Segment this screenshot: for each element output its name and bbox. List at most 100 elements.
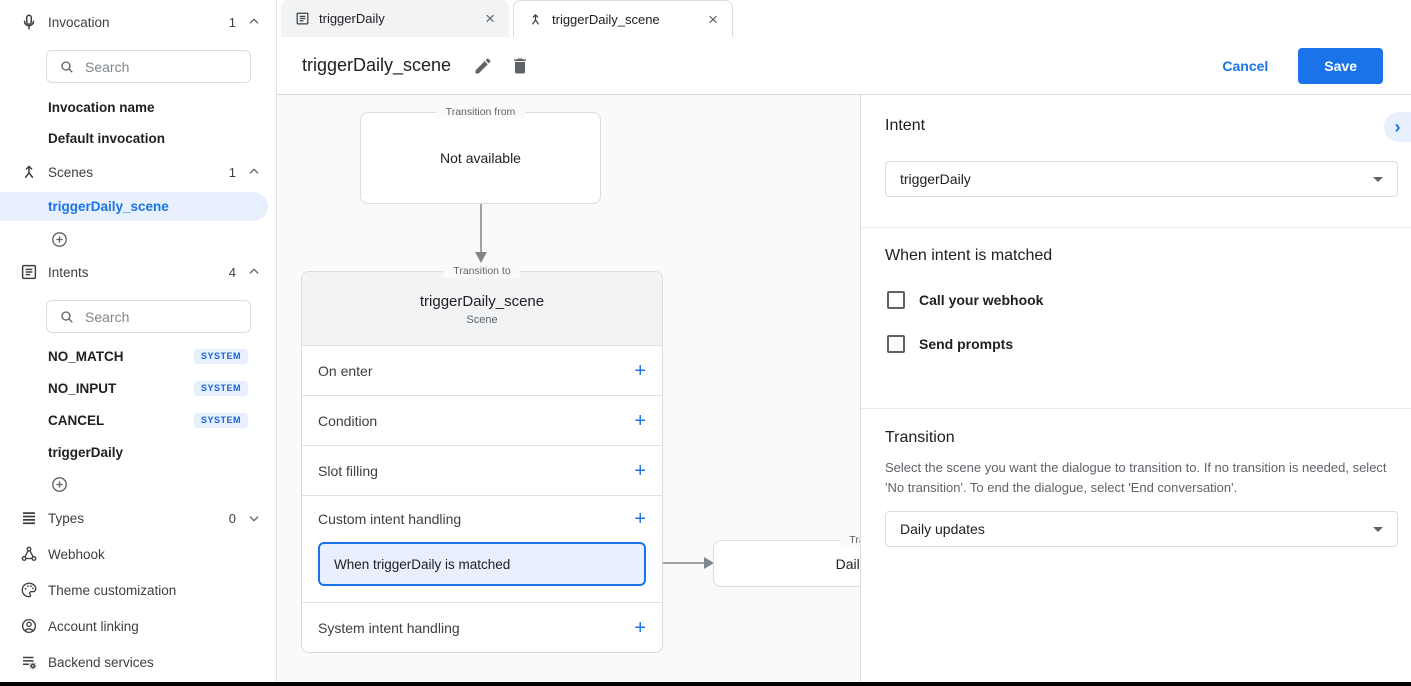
invocation-search-input[interactable]	[85, 58, 238, 75]
transition-description: Select the scene you want the dialogue t…	[885, 460, 1387, 495]
save-button[interactable]: Save	[1298, 47, 1383, 84]
scene-canvas[interactable]: Transition from Not available Transition…	[277, 95, 860, 682]
intent-icon	[20, 263, 38, 281]
sidebar-item-triggerdaily[interactable]: triggerDaily	[0, 439, 276, 465]
sidebar-item-backend-services[interactable]: Backend services	[0, 645, 276, 679]
daily-updates-node[interactable]: Transition to Daily updates	[713, 534, 860, 587]
edit-icon[interactable]	[473, 56, 493, 76]
section-label: Intents	[48, 264, 89, 280]
transition-from-text: Not available	[440, 150, 521, 166]
item-label: triggerDaily_scene	[48, 199, 169, 214]
intent-heading: Intent	[885, 117, 926, 134]
collapse-panel-button[interactable]: ›	[1384, 112, 1411, 142]
section-label: Backend services	[48, 654, 154, 670]
system-badge: SYSTEM	[193, 380, 248, 396]
tab-label: triggerDaily	[319, 11, 385, 26]
sidebar-item-account-linking[interactable]: Account linking	[0, 609, 276, 643]
dropdown-caret-icon	[1373, 526, 1383, 532]
add-icon[interactable]: +	[634, 508, 646, 530]
sidebar-section-types[interactable]: Types 0	[0, 501, 276, 535]
backend-services-icon	[20, 653, 38, 671]
section-label: Invocation	[48, 14, 110, 30]
row-on-enter[interactable]: On enter +	[302, 345, 662, 395]
item-label: NO_INPUT	[48, 380, 117, 396]
row-custom-intent-handling: Custom intent handling + When triggerDai…	[302, 495, 662, 602]
delete-icon[interactable]	[510, 56, 530, 76]
sidebar-item-webhook[interactable]: Webhook	[0, 537, 276, 571]
add-intent-button[interactable]	[50, 475, 69, 494]
types-icon	[20, 509, 38, 527]
checkbox-unchecked[interactable]	[887, 335, 905, 353]
node-legend: Transition to	[443, 265, 521, 278]
section-count: 0	[228, 510, 236, 526]
sidebar-item-triggerdaily-scene[interactable]: triggerDaily_scene	[0, 192, 268, 221]
section-label: Scenes	[48, 164, 94, 180]
scene-node: Transition to triggerDaily_scene Scene O…	[301, 265, 663, 653]
sidebar-item-theme-customization[interactable]: Theme customization	[0, 573, 276, 607]
item-label: Default invocation	[48, 130, 166, 146]
search-icon	[59, 59, 75, 75]
sidebar-item-invocation-name[interactable]: Invocation name	[0, 94, 276, 120]
item-label: NO_MATCH	[48, 348, 124, 364]
sidebar-item-cancel[interactable]: CANCEL SYSTEM	[0, 407, 276, 433]
cancel-button[interactable]: Cancel	[1222, 57, 1269, 74]
call-webhook-checkbox-row[interactable]: Call your webhook	[887, 291, 1043, 309]
sidebar-section-intents[interactable]: Intents 4	[0, 255, 276, 289]
add-icon[interactable]: +	[634, 459, 646, 482]
close-icon[interactable]: ×	[708, 9, 718, 29]
page-header: triggerDaily_scene Cancel Save	[277, 37, 1411, 95]
intents-search-input[interactable]	[85, 308, 238, 325]
close-icon[interactable]: ×	[485, 9, 495, 28]
tab-label: triggerDaily_scene	[552, 11, 660, 27]
intent-select[interactable]: triggerDaily	[885, 161, 1398, 197]
sidebar-section-invocation[interactable]: Invocation 1	[0, 5, 276, 39]
chevron-up-icon[interactable]	[246, 264, 262, 280]
tab-triggerdaily[interactable]: triggerDaily ×	[281, 0, 509, 37]
add-icon[interactable]: +	[634, 359, 646, 382]
transition-select[interactable]: Daily updates	[885, 511, 1398, 547]
send-prompts-checkbox-row[interactable]: Send prompts	[887, 335, 1013, 353]
scene-icon	[20, 163, 38, 181]
matched-heading: When intent is matched	[885, 247, 1053, 264]
checkbox-unchecked[interactable]	[887, 291, 905, 309]
scene-icon	[528, 12, 543, 27]
divider	[861, 408, 1411, 409]
row-condition[interactable]: Condition +	[302, 395, 662, 445]
section-count: 4	[228, 264, 236, 280]
item-label: CANCEL	[48, 412, 105, 428]
sidebar-item-no-input[interactable]: NO_INPUT SYSTEM	[0, 375, 276, 401]
sidebar-item-no-match[interactable]: NO_MATCH SYSTEM	[0, 343, 276, 369]
section-label: Webhook	[48, 546, 105, 562]
system-badge: SYSTEM	[193, 348, 248, 364]
sidebar-item-default-invocation[interactable]: Default invocation	[0, 125, 276, 151]
tab-triggerdaily-scene[interactable]: triggerDaily_scene ×	[513, 0, 733, 37]
row-system-intent-handling[interactable]: System intent handling +	[302, 602, 662, 652]
transition-select-value: Daily updates	[900, 521, 985, 537]
add-icon[interactable]: +	[634, 409, 646, 432]
system-badge: SYSTEM	[193, 412, 248, 428]
chevron-right-icon: ›	[1394, 116, 1401, 137]
webhook-icon	[20, 545, 38, 563]
matched-intent-chip[interactable]: When triggerDaily is matched	[318, 542, 646, 586]
node-legend: Transition from	[435, 106, 526, 119]
intent-select-value: triggerDaily	[900, 171, 971, 187]
sidebar-section-scenes[interactable]: Scenes 1	[0, 155, 276, 189]
chevron-up-icon[interactable]	[246, 14, 262, 30]
chevron-up-icon[interactable]	[246, 164, 262, 180]
page-title: triggerDaily_scene	[302, 55, 452, 75]
add-scene-button[interactable]	[50, 230, 69, 249]
tab-bar: triggerDaily × triggerDaily_scene ×	[277, 0, 1411, 37]
intents-search-box	[46, 300, 251, 333]
add-icon[interactable]: +	[634, 616, 646, 639]
invocation-search-box	[46, 50, 251, 83]
intent-config-panel: › Intent triggerDaily When intent is mat…	[860, 95, 1411, 682]
intent-icon	[295, 11, 310, 26]
scene-node-header[interactable]: triggerDaily_scene Scene	[302, 272, 662, 345]
account-icon	[20, 617, 38, 635]
section-label: Theme customization	[48, 582, 177, 598]
palette-icon	[20, 581, 38, 599]
window-bottom-edge	[0, 682, 1411, 686]
chevron-down-icon[interactable]	[246, 510, 262, 526]
row-slot-filling[interactable]: Slot filling +	[302, 445, 662, 495]
scene-node-subtitle: Scene	[466, 314, 498, 326]
